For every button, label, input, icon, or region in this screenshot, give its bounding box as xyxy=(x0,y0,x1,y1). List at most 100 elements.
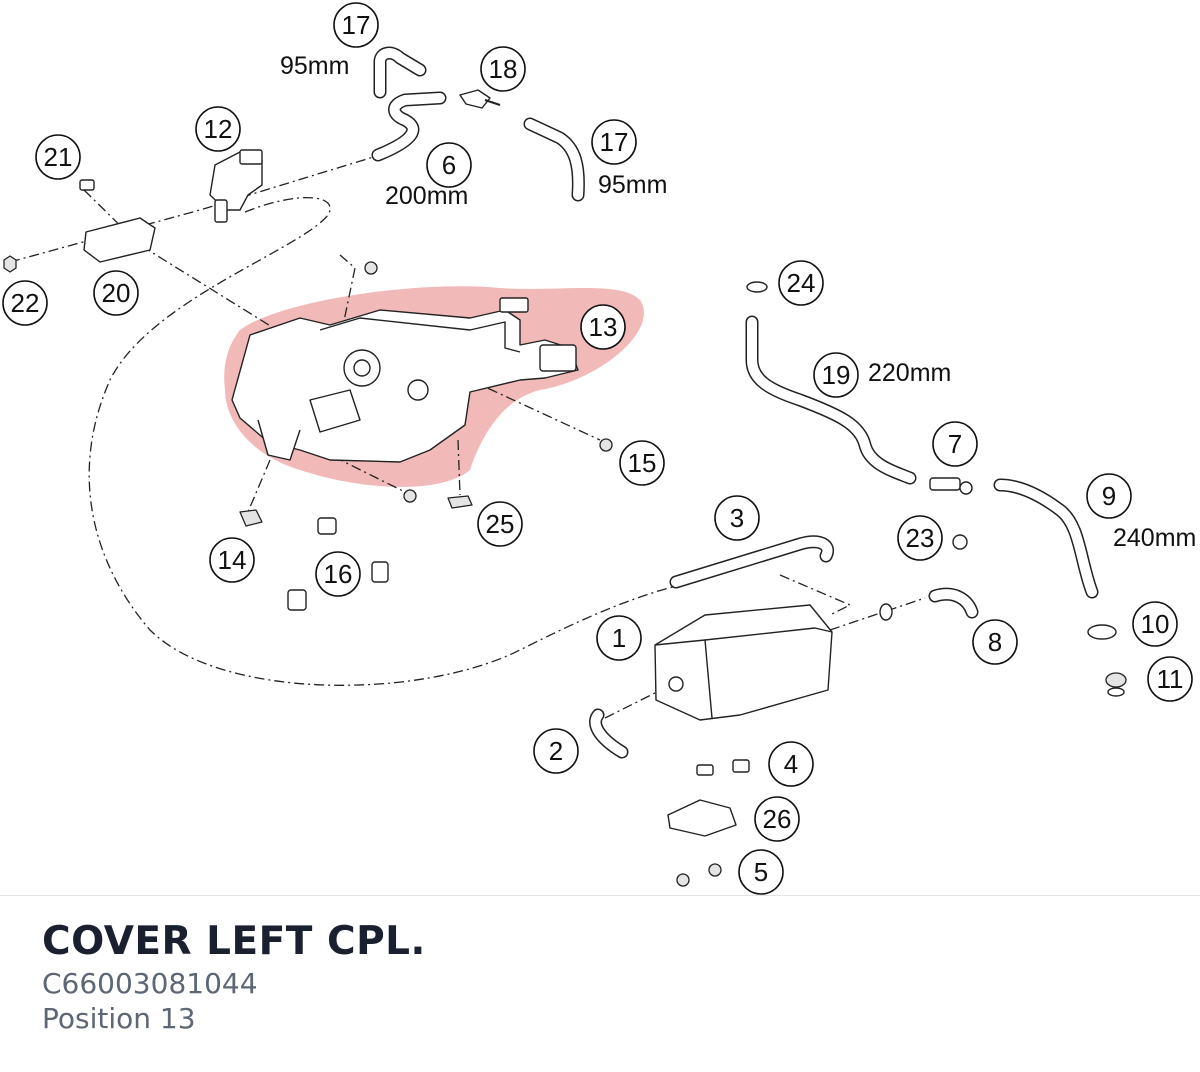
part-6-hose[interactable] xyxy=(371,91,447,162)
part-17-hose-right[interactable] xyxy=(523,117,585,202)
callout-number: 12 xyxy=(204,114,233,144)
part-18-fitting[interactable] xyxy=(459,89,501,109)
callout-12[interactable]: 12 xyxy=(195,106,241,152)
callout-24[interactable]: 24 xyxy=(778,260,824,306)
leader-line xyxy=(469,379,601,441)
callout-22[interactable]: 22 xyxy=(2,280,48,326)
callout-circle xyxy=(1086,473,1132,519)
callout-number: 24 xyxy=(787,268,816,298)
part-8-hose[interactable] xyxy=(879,587,979,621)
callout-16[interactable]: 16 xyxy=(315,551,361,597)
part-5-screws[interactable] xyxy=(676,863,722,887)
callout-number: 4 xyxy=(784,749,798,779)
callout-number: 8 xyxy=(988,627,1002,657)
callout-circle xyxy=(972,619,1018,665)
callout-circle xyxy=(754,796,800,842)
part-23-clamp[interactable] xyxy=(952,534,968,550)
callout-number: 14 xyxy=(218,545,247,575)
callout-2[interactable]: 2 xyxy=(533,728,579,774)
part-11-cap[interactable] xyxy=(1105,672,1127,697)
callout-20[interactable]: 20 xyxy=(93,270,139,316)
callout-number: 7 xyxy=(948,429,962,459)
part-24-clamp[interactable] xyxy=(746,281,768,293)
callout-17[interactable]: 17 xyxy=(333,2,379,48)
leader-line xyxy=(339,254,356,341)
callout-circle xyxy=(93,270,139,316)
callout-number: 26 xyxy=(763,804,792,834)
part-16-clips[interactable] xyxy=(287,517,389,611)
part-3-hose[interactable] xyxy=(669,535,834,589)
callout-circle xyxy=(619,440,665,486)
part-26-bracket[interactable] xyxy=(667,799,737,837)
callout-9[interactable]: 9 xyxy=(1086,473,1132,519)
part-19-hose[interactable] xyxy=(745,315,917,485)
callout-number: 19 xyxy=(822,360,851,390)
callout-number: 10 xyxy=(1141,609,1170,639)
part-15-screws[interactable] xyxy=(364,261,613,503)
callout-14[interactable]: 14 xyxy=(209,537,255,583)
part-9-hose[interactable] xyxy=(993,478,1099,599)
callout-3[interactable]: 3 xyxy=(714,495,760,541)
callout-number: 6 xyxy=(442,150,456,180)
callouts: 1234567891011121314151617171819202122232… xyxy=(2,2,1193,895)
leader-line xyxy=(9,154,381,263)
callout-5[interactable]: 5 xyxy=(738,849,784,895)
routing-line xyxy=(88,197,681,686)
leader-line xyxy=(83,189,286,336)
callout-circle xyxy=(813,352,859,398)
callout-7[interactable]: 7 xyxy=(932,421,978,467)
callout-number: 22 xyxy=(11,288,40,318)
callout-25[interactable]: 25 xyxy=(477,501,523,547)
part-13-cover[interactable] xyxy=(231,297,579,463)
callout-circle xyxy=(778,260,824,306)
callout-number: 23 xyxy=(906,523,935,553)
part-2-hose[interactable] xyxy=(589,708,629,759)
callout-19[interactable]: 19 xyxy=(813,352,859,398)
part-10-clamp[interactable] xyxy=(1087,624,1117,640)
callout-4[interactable]: 4 xyxy=(768,741,814,787)
part-4-clips[interactable] xyxy=(696,759,750,776)
part-7-valve[interactable] xyxy=(929,477,973,495)
callout-26[interactable]: 26 xyxy=(754,796,800,842)
callout-circle xyxy=(738,849,784,895)
callout-13[interactable]: 13 xyxy=(580,304,626,350)
part-20-bracket[interactable] xyxy=(83,217,156,263)
callout-23[interactable]: 23 xyxy=(897,515,943,561)
callout-number: 5 xyxy=(754,857,768,887)
callout-number: 2 xyxy=(549,736,563,766)
part-1-canister[interactable] xyxy=(654,604,833,721)
callout-circle xyxy=(477,501,523,547)
callout-10[interactable]: 10 xyxy=(1132,601,1178,647)
callout-15[interactable]: 15 xyxy=(619,440,665,486)
part-12-sensor[interactable] xyxy=(209,149,263,223)
callout-number: 17 xyxy=(342,10,371,40)
dimension-19: 220mm xyxy=(868,359,951,387)
part-14-clip[interactable] xyxy=(239,509,263,527)
divider xyxy=(0,895,1200,896)
callout-circle xyxy=(897,515,943,561)
callout-number: 13 xyxy=(589,312,618,342)
callout-number: 9 xyxy=(1102,481,1116,511)
callout-number: 18 xyxy=(489,54,518,84)
part-21-bolt[interactable] xyxy=(79,179,95,191)
callout-21[interactable]: 21 xyxy=(35,134,81,180)
part-25-clip[interactable] xyxy=(447,495,473,509)
callout-number: 16 xyxy=(324,559,353,589)
exploded-parts-diagram: 1234567891011121314151617171819202122232… xyxy=(2,2,1196,895)
callout-8[interactable]: 8 xyxy=(972,619,1018,665)
callout-circle xyxy=(315,551,361,597)
callout-circle xyxy=(195,106,241,152)
callout-circle xyxy=(596,615,642,661)
callout-circle xyxy=(1132,601,1178,647)
callout-1[interactable]: 1 xyxy=(596,615,642,661)
callout-11[interactable]: 11 xyxy=(1147,656,1193,702)
leader-line xyxy=(247,459,271,513)
part-22-nut[interactable] xyxy=(3,255,17,273)
part-17-hose-top[interactable] xyxy=(373,46,427,99)
callout-number: 15 xyxy=(628,448,657,478)
callout-17[interactable]: 17 xyxy=(591,119,637,165)
part-title: COVER LEFT CPL. xyxy=(42,919,426,964)
callout-18[interactable]: 18 xyxy=(480,46,526,92)
dimension-6: 200mm xyxy=(385,182,468,210)
callout-6[interactable]: 6 xyxy=(426,142,472,188)
